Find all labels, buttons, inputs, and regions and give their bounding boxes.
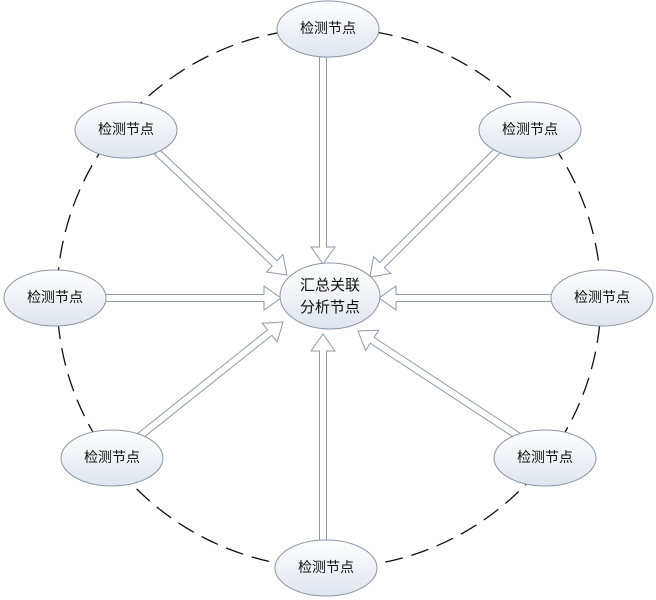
detection-node-top-right[interactable] (478, 101, 582, 159)
arrow-bottom-right-to-center (357, 329, 521, 440)
detection-node-bottom[interactable] (274, 539, 378, 597)
detection-node-label: 检测节点 (98, 122, 154, 138)
detection-node-label: 检测节点 (574, 290, 630, 306)
detection-node-label: 检测节点 (502, 122, 558, 138)
arrow-top-to-center (310, 56, 336, 265)
arrow-left-to-center (103, 285, 282, 311)
detection-node-right[interactable] (550, 269, 654, 327)
detection-node-label: 检测节点 (517, 450, 573, 466)
arrow-top-right-to-center (369, 146, 502, 278)
detection-node-left[interactable] (3, 269, 107, 327)
detection-node-top[interactable] (276, 0, 380, 58)
center-node-label: 汇总关联分析节点 (300, 274, 360, 318)
center-analysis-node[interactable] (279, 262, 381, 330)
arrow-top-left-to-center (153, 148, 288, 276)
detection-node-top-left[interactable] (74, 101, 178, 159)
arrow-right-to-center (378, 285, 554, 311)
detection-node-label: 检测节点 (27, 290, 83, 306)
center-node-line2: 分析节点 (299, 298, 361, 316)
arrow-bottom-left-to-center (137, 321, 284, 440)
detection-node-bottom-left[interactable] (60, 429, 164, 487)
detection-node-label: 检测节点 (298, 560, 354, 576)
detection-node-label: 检测节点 (84, 450, 140, 466)
detection-node-label: 检测节点 (300, 21, 356, 37)
center-node-line1: 汇总关联 (299, 276, 361, 294)
detection-node-bottom-right[interactable] (493, 429, 597, 487)
arrow-bottom-to-center (310, 333, 336, 543)
